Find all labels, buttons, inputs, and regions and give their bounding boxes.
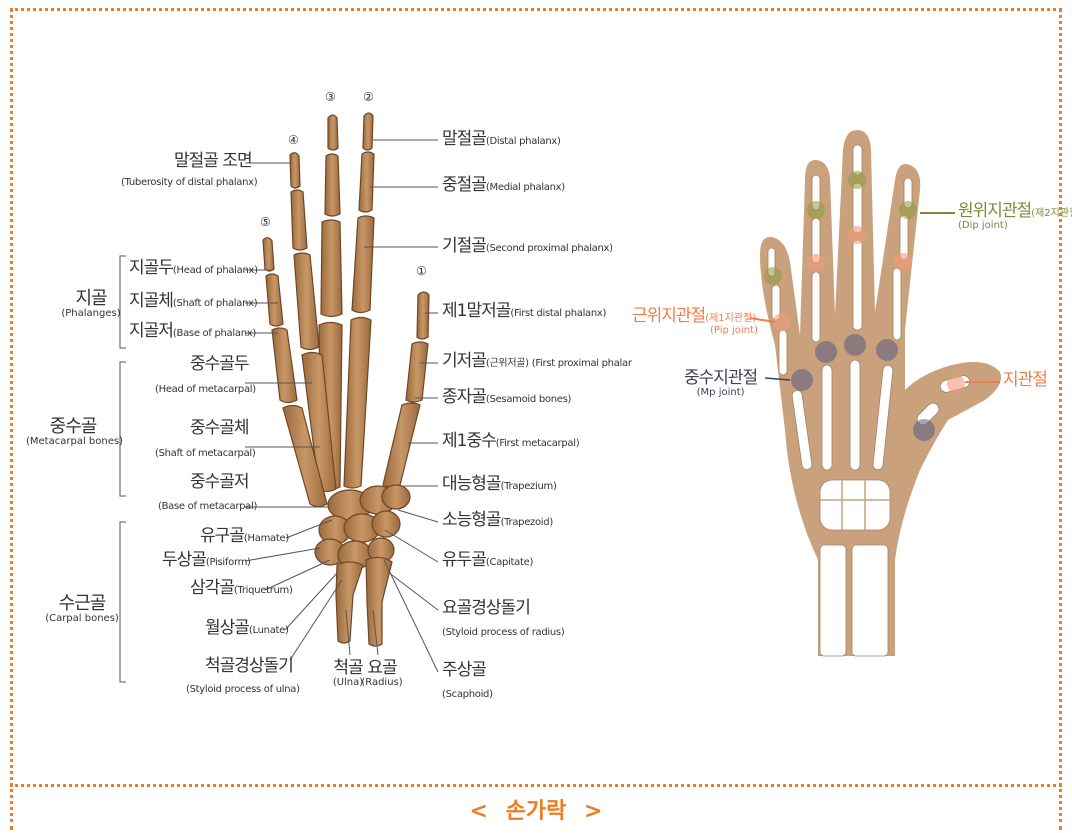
label-capitate: 유두골(Capitate) bbox=[442, 552, 533, 569]
label-styloid-ulna-en: (Styloid process of ulna) bbox=[186, 685, 300, 695]
label-trapezium: 대능형골(Trapezium) bbox=[442, 476, 557, 493]
finger-number-4: ④ bbox=[288, 133, 299, 147]
label-radius: 요골(Radius) bbox=[360, 660, 404, 688]
label-first-meta: 제1중수(First metacarpal) bbox=[442, 433, 579, 450]
label-base-meta-en: (Base of metacarpal) bbox=[158, 502, 257, 512]
label-styloid-ulna-ko: 척골경상돌기 bbox=[205, 658, 293, 675]
label-distal: 말절골(Distal phalanx) bbox=[442, 131, 561, 148]
label-first-prox: 기저골(근위저골)(First proximal phalar bbox=[442, 353, 632, 370]
label-shaft-phalanx: 지골체(Shaft of phalanx) bbox=[129, 293, 257, 310]
label-sesamoid: 종자골(Sesamoid bones) bbox=[442, 389, 571, 406]
label-trapezoid: 소능형골(Trapezoid) bbox=[442, 512, 553, 529]
label-shaft-meta-en: (Shaft of metacarpal) bbox=[155, 449, 256, 459]
joint-label-pip: 근위지관절(제1지관절)(Pip joint) bbox=[632, 308, 758, 336]
label-first-distal: 제1말저골(First distal phalanx) bbox=[442, 303, 606, 320]
label-hamate: 유구골(Hamate) bbox=[200, 528, 289, 545]
finger-number-2: ② bbox=[363, 90, 374, 104]
joint-label-ip: 지관절 bbox=[1003, 372, 1047, 390]
label-styloid-radius-ko: 요골경상돌기 bbox=[442, 600, 530, 617]
label-medial: 중절골(Medial phalanx) bbox=[442, 177, 565, 194]
label-pisiform: 두상골(Pisiform) bbox=[162, 552, 251, 569]
label-head-meta-ko: 중수골두 bbox=[190, 356, 249, 373]
label-base-meta-ko: 중수골저 bbox=[190, 474, 249, 491]
caption-left-chevron: < bbox=[470, 799, 488, 824]
group-phalanges: 지골(Phalanges) bbox=[56, 290, 126, 319]
label-scaphoid-en: (Scaphoid) bbox=[442, 690, 493, 700]
finger-number-5: ⑤ bbox=[260, 215, 271, 229]
finger-number-3: ③ bbox=[325, 90, 336, 104]
label-styloid-radius-en: (Styloid process of radius) bbox=[442, 628, 564, 638]
label-lunate: 월상골(Lunate) bbox=[205, 620, 289, 637]
label-shaft-meta-ko: 중수골체 bbox=[190, 420, 249, 437]
joint-label-dip: 원위지관절(제2지관절(Dip joint) bbox=[958, 203, 1072, 231]
joint-label-mp: 중수지관절(Mp joint) bbox=[684, 370, 757, 398]
label-tuberosity-en: (Tuberosity of distal phalanx) bbox=[121, 178, 257, 188]
group-carpal: 수근골(Carpal bones) bbox=[42, 595, 122, 624]
caption-right-chevron: > bbox=[584, 799, 602, 824]
label-triquetrum: 삼각골(Triquetrum) bbox=[190, 580, 293, 597]
group-metacarpal: 중수골(Metacarpal bones) bbox=[26, 418, 120, 447]
finger-number-1: ① bbox=[416, 264, 427, 278]
label-head-phalanx: 지골두(Head of phalanx) bbox=[129, 260, 258, 277]
caption-text: 손가락 bbox=[506, 793, 567, 825]
label-tuberosity-ko: 말절골 조면 bbox=[174, 153, 252, 170]
label-scaphoid-ko: 주상골 bbox=[442, 662, 486, 679]
label-head-meta-en: (Head of metacarpal) bbox=[155, 385, 256, 395]
label-base-phalanx: 지골저(Base of phalanx) bbox=[129, 323, 256, 340]
label-second-prox: 기절골(Second proximal phalanx) bbox=[442, 238, 613, 255]
figure-caption: < 손가락 > bbox=[0, 793, 1072, 825]
